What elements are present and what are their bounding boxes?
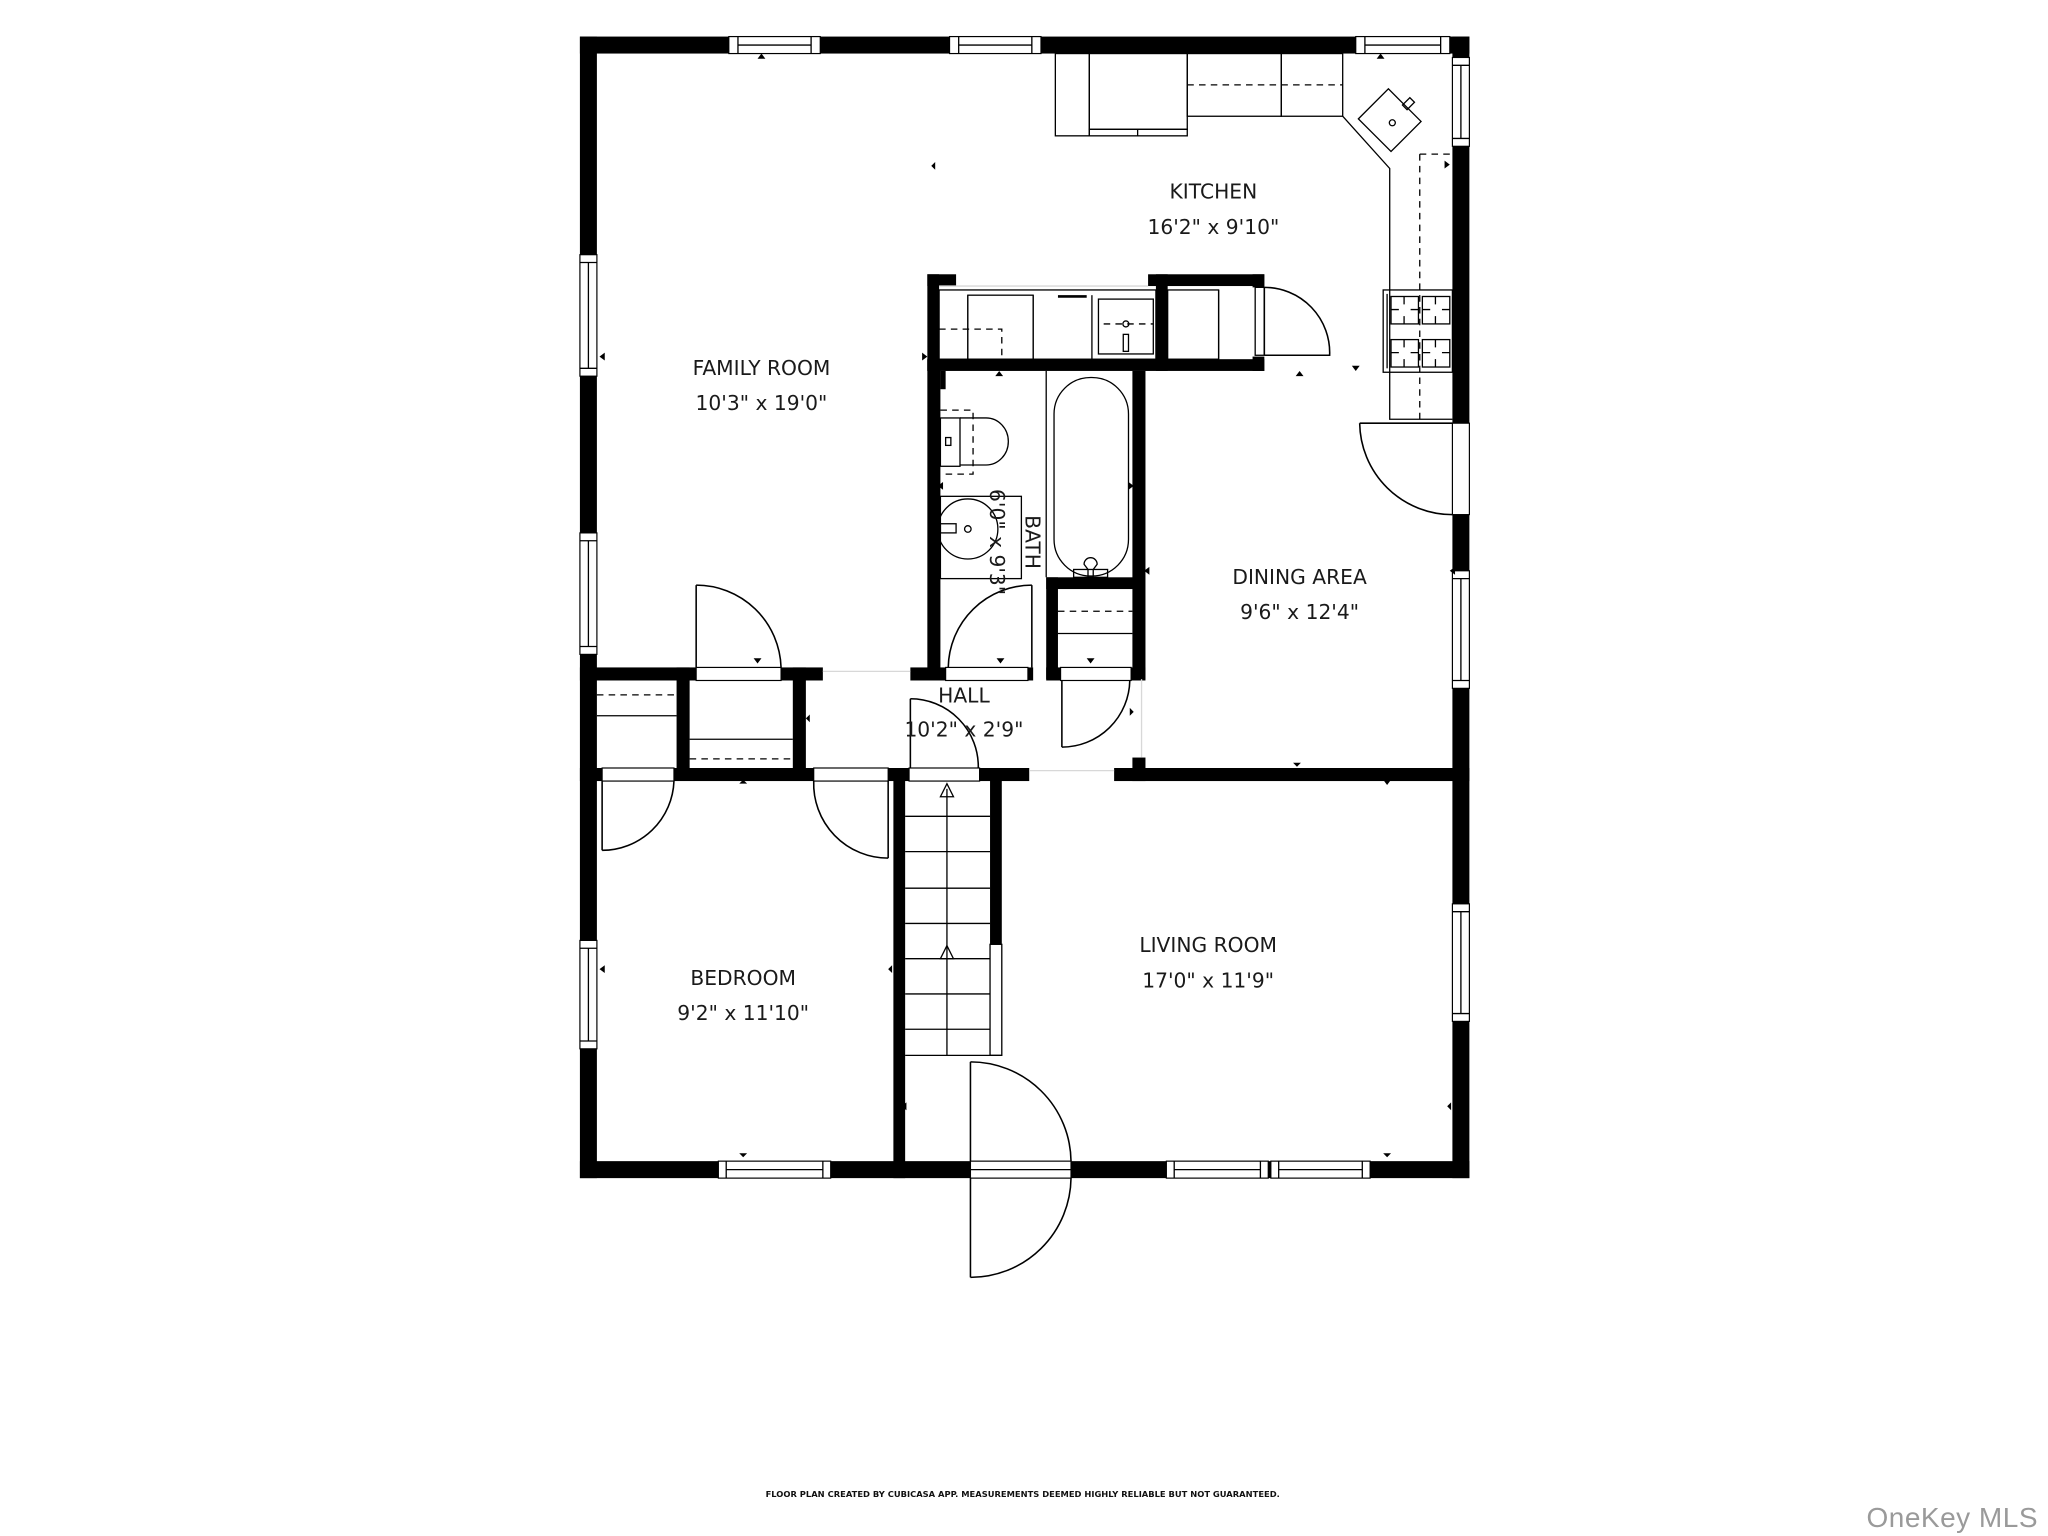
disclaimer-text: FLOOR PLAN CREATED BY CUBICASA APP. MEAS…: [766, 1489, 1280, 1499]
room-dimensions: 6'0" x 9'3": [985, 489, 1009, 595]
room-label-living-room: LIVING ROOM 17'0" x 11'9": [1139, 933, 1277, 992]
room-name: KITCHEN: [1170, 180, 1258, 204]
stove-icon: [1382, 289, 1454, 373]
room-label-bath: BATH 6'0" x 9'3": [985, 489, 1044, 595]
room-dimensions: 10'3" x 19'0": [696, 391, 828, 415]
door-family-closet: [695, 584, 782, 668]
entry-door-opening: [969, 1160, 1072, 1179]
bath-sink-icon: [937, 495, 1023, 580]
window-top-2: [948, 35, 1042, 55]
staircase: [905, 782, 1003, 1056]
room-dimensions: 16'2" x 9'10": [1147, 215, 1279, 239]
room-dimensions: 10'2" x 2'9": [904, 718, 1023, 742]
kitchen-cabinets: [938, 52, 1454, 420]
door-bedroom-closet-1: [601, 781, 675, 852]
window-left-bedroom: [579, 939, 598, 1050]
room-label-bedroom: BEDROOM 9'2" x 11'10": [677, 966, 809, 1025]
door-bath-closet: [1061, 680, 1131, 748]
stair-up-arrow-icon-2: [939, 944, 955, 960]
door-pantry: [1254, 286, 1331, 357]
closets: [596, 694, 793, 760]
room-dimensions: 9'2" x 11'10": [677, 1001, 809, 1025]
door-bath: [947, 584, 1033, 668]
room-name: BEDROOM: [690, 966, 796, 990]
window-top-1: [728, 35, 821, 55]
room-label-kitchen: KITCHEN 16'2" x 9'10": [1147, 180, 1279, 239]
door-dining-exterior: [1358, 422, 1453, 516]
window-right-dining: [1451, 570, 1470, 689]
door-bedroom: [812, 781, 889, 859]
open-boundaries: [822, 285, 1149, 772]
window-right-living: [1451, 903, 1470, 1022]
room-dimensions: 17'0" x 11'9": [1142, 968, 1274, 992]
room-name: HALL: [938, 684, 990, 708]
window-right-kitchen: [1451, 56, 1470, 147]
watermark-logo: OneKey MLS: [1866, 1502, 2038, 1533]
stair-up-arrow-icon: [939, 782, 955, 798]
window-bottom-living-1: [1165, 1160, 1269, 1179]
room-label-hall: HALL 10'2" x 2'9": [904, 684, 1023, 742]
door-swings: [601, 286, 1453, 1279]
bath-fixtures: [937, 370, 1133, 635]
bathtub-icon: [1053, 376, 1130, 578]
room-name: BATH: [1020, 515, 1044, 569]
room-dimensions: 9'6" x 12'4": [1240, 600, 1359, 624]
corner-sink-icon: [1357, 87, 1422, 153]
window-bottom-bedroom: [717, 1160, 832, 1179]
door-openings: [601, 422, 1470, 782]
measurement-markers: [599, 53, 1456, 1158]
door-entry: [969, 1061, 1072, 1279]
window-left-1: [579, 254, 598, 377]
room-name: DINING AREA: [1232, 565, 1367, 589]
island-sink-icon: [1097, 298, 1154, 355]
windows: [579, 35, 1470, 1179]
window-left-2: [579, 532, 598, 655]
room-label-family-room: FAMILY ROOM 10'3" x 19'0": [693, 356, 831, 415]
door-stairs: [909, 697, 980, 769]
room-name: LIVING ROOM: [1139, 933, 1277, 957]
window-bottom-living-2: [1270, 1160, 1371, 1179]
window-top-3: [1355, 35, 1451, 55]
room-label-dining-area: DINING AREA 9'6" x 12'4": [1232, 565, 1367, 624]
toilet-icon: [939, 409, 1009, 475]
room-name: FAMILY ROOM: [693, 356, 831, 380]
